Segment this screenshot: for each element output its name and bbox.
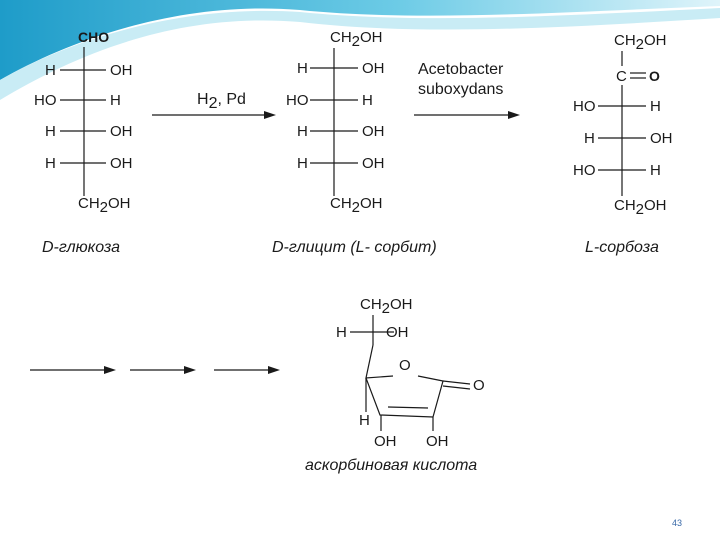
reaction-arrow-1-head (264, 111, 276, 119)
ascorbic-ring-double-bond (387, 406, 429, 409)
glucitol-row4-right: OH (362, 155, 385, 172)
multistep-arrow-2-head (184, 366, 196, 374)
glucose-row1-right: OH (110, 62, 133, 79)
sorbose-row3-left: HO (573, 162, 596, 179)
ascorbic-ring-left-bonds (365, 344, 394, 379)
glucitol-top-group: CH2OH (330, 29, 383, 50)
reaction1-reagent: H2, Pd (197, 91, 246, 112)
page-number: 43 (672, 518, 683, 528)
glucose-row1-left: H (45, 62, 56, 79)
ascorbic-enol-left: OH (374, 433, 397, 450)
glucitol-row3-right: OH (362, 123, 385, 140)
glucitol-row1-right: OH (362, 60, 385, 77)
multistep-arrow-3-head (268, 366, 280, 374)
sorbose-structure: CH2OH C O HO H H OH HO H CH2OH (573, 32, 673, 218)
ascorbic-ring-oxygen: O (399, 357, 411, 374)
ascorbic-side-left: H (336, 324, 347, 341)
glucose-row4-left: H (45, 155, 56, 172)
swoosh-band-light (0, 8, 720, 100)
glucitol-row1-left: H (297, 60, 308, 77)
swoosh-band-main (0, 0, 720, 80)
glucose-row3-right: OH (110, 123, 133, 140)
ascorbic-carbonyl-oxygen: O (473, 377, 485, 394)
sorbose-row3-right: H (650, 162, 661, 179)
glucose-row3-left: H (45, 123, 56, 140)
glucitol-structure: CH2OH H OH HO H H OH H OH CH2OH (286, 29, 385, 216)
multistep-arrow-1-head (104, 366, 116, 374)
reaction-arrow-2-head (508, 111, 520, 119)
glucose-row4-right: OH (110, 155, 133, 172)
ascorbic-caption: аскорбиновая кислота (305, 457, 477, 474)
sorbose-row2-right: OH (650, 130, 673, 147)
sorbose-row1-left: HO (573, 98, 596, 115)
glucose-bottom-group: CH2OH (78, 195, 131, 216)
reaction2-organism-line2: suboxydans (418, 81, 503, 98)
glucose-row2-left: HO (34, 92, 57, 109)
reaction2-organism-line1: Acetobacter (418, 61, 504, 78)
sorbose-top-group: CH2OH (614, 32, 667, 53)
sorbose-bottom-group: CH2OH (614, 197, 667, 218)
ascorbic-acid-structure: CH2OH H OH O O H OH OH (336, 296, 485, 450)
ascorbic-carbonyl-bond-a (442, 380, 471, 385)
ascorbic-side-right: OH (386, 324, 409, 341)
glucitol-row2-right: H (362, 92, 373, 109)
glucose-caption: D-глюкоза (42, 239, 120, 256)
sorbose-row1-right: H (650, 98, 661, 115)
multistep-arrows (30, 366, 280, 374)
ascorbic-ring-bonds (365, 375, 444, 418)
glucitol-row4-left: H (297, 155, 308, 172)
glucitol-caption: D-глицит (L- сорбит) (272, 239, 437, 256)
sorbose-carbonyl-carbon: C (616, 68, 627, 85)
glucitol-bottom-group: CH2OH (330, 195, 383, 216)
ascorbic-carbonyl-bond-b (442, 385, 471, 390)
glucose-structure: CHO H OH HO H H OH H OH CH2OH (34, 29, 133, 216)
glucitol-row3-left: H (297, 123, 308, 140)
sorbose-caption: L-сорбоза (585, 239, 659, 256)
sorbose-row2-left: H (584, 130, 595, 147)
glucose-top-group: CHO (78, 29, 109, 45)
glucitol-row2-left: HO (286, 92, 309, 109)
sorbose-carbonyl-oxygen: O (649, 68, 660, 84)
glucose-row2-right: H (110, 92, 121, 109)
ascorbic-side-top-group: CH2OH (360, 296, 413, 317)
ascorbic-enol-right: OH (426, 433, 449, 450)
ascorbic-ring-h: H (359, 412, 370, 429)
